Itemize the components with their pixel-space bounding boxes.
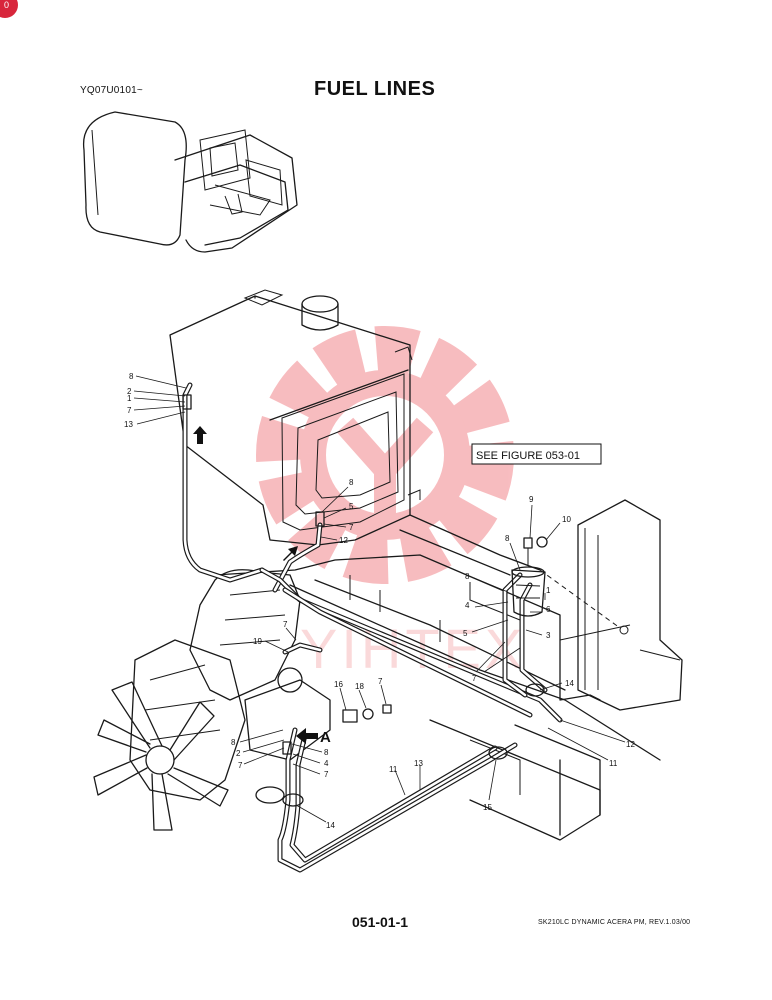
- counterweight-panel: [559, 499, 683, 711]
- callout: 4: [465, 601, 470, 610]
- callout: 7: [127, 406, 132, 415]
- callout: 12: [626, 740, 635, 749]
- fuel-tank: [169, 289, 421, 546]
- corner-badge-text: 0: [4, 0, 10, 10]
- page-title: FUEL LINES: [314, 78, 436, 100]
- callout: 12: [339, 536, 348, 545]
- callout: 7: [283, 620, 288, 629]
- callout: 5: [463, 629, 468, 638]
- callout: 11: [609, 759, 618, 768]
- flow-arrows: [193, 426, 318, 744]
- callout: 10: [562, 515, 571, 524]
- callout: 9: [529, 495, 534, 504]
- callout: 8: [505, 534, 510, 543]
- callout: 6: [546, 605, 551, 614]
- callout: 13: [124, 420, 133, 429]
- callout: 1: [546, 586, 551, 595]
- callout: 5: [349, 502, 354, 511]
- callout: 14: [326, 821, 335, 830]
- callout: 8: [349, 478, 354, 487]
- callout: 19: [253, 637, 262, 646]
- document-code: YQ07U0101~: [80, 85, 143, 96]
- fittings-and-filter: [182, 394, 621, 807]
- callout: 3: [546, 631, 551, 640]
- callout: 8: [129, 372, 134, 381]
- corner-badge: 0: [0, 0, 18, 18]
- callout: 16: [334, 680, 343, 689]
- callout: 4: [324, 759, 329, 768]
- page-number: 051-01-1: [352, 914, 409, 930]
- callout: 8: [231, 738, 236, 747]
- see-figure-text[interactable]: SEE FIGURE 053-01: [476, 450, 580, 462]
- callout: 14: [565, 679, 574, 688]
- callout: 8: [324, 748, 329, 757]
- callout: 18: [355, 682, 364, 691]
- callout-labels: 8 2 1 7 13 8 5 7 12 9 10 8 8 1 4 6 5 3 7…: [124, 372, 635, 830]
- callout-leaders: [133, 375, 626, 823]
- callout: 7: [472, 674, 477, 683]
- revision-note: SK210LC DYNAMIC ACERA PM, REV.1.03/00: [538, 919, 691, 926]
- see-figure-box[interactable]: [471, 443, 602, 465]
- callout: 13: [414, 759, 423, 768]
- machine-overview-inset: [82, 111, 298, 253]
- view-marker-a: A: [320, 729, 331, 746]
- callout: 8: [465, 572, 470, 581]
- callout: 7: [378, 677, 383, 686]
- callout: 7: [238, 761, 243, 770]
- callout: 2: [127, 387, 132, 396]
- callout: 2: [236, 749, 241, 758]
- callout: 1: [127, 394, 132, 403]
- cooling-fan: [93, 681, 229, 831]
- callout: 11: [389, 765, 398, 774]
- frame-deck: [214, 514, 661, 841]
- callout: 7: [324, 770, 329, 779]
- callout: 7: [349, 523, 354, 532]
- callout: 15: [483, 803, 492, 812]
